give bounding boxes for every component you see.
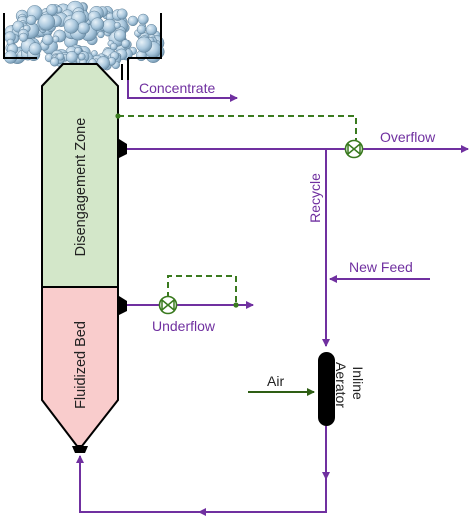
froth-bubble bbox=[78, 52, 86, 61]
froth-bubbles bbox=[3, 0, 165, 72]
froth-bubble bbox=[136, 24, 147, 35]
flow-direction-arrow bbox=[198, 508, 206, 516]
air-label: Air bbox=[267, 373, 284, 389]
underflow-label: Underflow bbox=[152, 318, 216, 334]
bottom-outlet bbox=[72, 446, 88, 453]
pressure-sensor-tap bbox=[233, 302, 239, 308]
froth-bubble bbox=[42, 34, 54, 46]
butterfly-valve-icon bbox=[158, 295, 178, 315]
froth-bubble bbox=[121, 39, 130, 49]
froth-bubble bbox=[52, 35, 60, 43]
recycle-label: Recycle bbox=[307, 173, 323, 223]
new-feed-label: New Feed bbox=[349, 259, 413, 275]
froth-bubble bbox=[65, 51, 78, 63]
concentrate-line bbox=[127, 80, 238, 102]
froth-bubble bbox=[97, 31, 105, 39]
froth-bubble bbox=[38, 13, 56, 31]
froth-bubble bbox=[77, 21, 90, 35]
froth-launder bbox=[3, 13, 162, 80]
disengagement-zone-label: Disengagement Zone bbox=[73, 118, 89, 257]
froth-bubble bbox=[90, 17, 105, 31]
underflow-nozzle bbox=[119, 296, 127, 315]
froth-bubble bbox=[46, 4, 58, 16]
froth-bubble bbox=[109, 42, 118, 51]
butterfly-valve-icon bbox=[344, 139, 364, 159]
froth-bubble bbox=[56, 52, 65, 61]
froth-bubble bbox=[113, 29, 127, 42]
froth-bubble bbox=[18, 32, 28, 42]
froth-bubble bbox=[113, 21, 121, 29]
froth-bubble bbox=[136, 36, 153, 53]
overflow-control-signal bbox=[118, 115, 357, 140]
underflow-control-signal bbox=[167, 275, 237, 305]
froth-bubble bbox=[28, 42, 42, 56]
froth-bubble bbox=[116, 8, 128, 20]
concentrate-label: Concentrate bbox=[139, 80, 215, 96]
overflow-nozzle bbox=[119, 139, 127, 158]
inline-label: Inline bbox=[350, 366, 366, 400]
aerated-feed-return-line bbox=[76, 426, 327, 513]
froth-bubble bbox=[137, 13, 149, 25]
svg-text:Inline Aerator: Inline Aerator bbox=[333, 362, 366, 408]
aerator-label: Aerator bbox=[333, 362, 349, 408]
flow-direction-arrow bbox=[322, 472, 330, 480]
level-sensor-tap bbox=[115, 113, 121, 119]
froth-bubble bbox=[127, 15, 139, 27]
froth-bubble bbox=[26, 14, 37, 26]
overflow-label: Overflow bbox=[380, 129, 436, 145]
inline-aerator-icon bbox=[318, 352, 335, 426]
froth-bubble bbox=[50, 57, 60, 67]
flotation-column bbox=[41, 63, 119, 447]
fluidized-bed-label: Fluidized Bed bbox=[73, 321, 89, 409]
froth-bubble bbox=[63, 18, 79, 34]
